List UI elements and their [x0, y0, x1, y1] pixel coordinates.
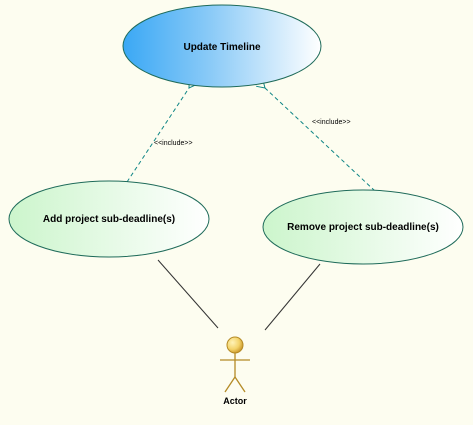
actor-leg-left [224, 376, 236, 393]
actor-head-icon [226, 336, 244, 354]
use-case-update-timeline[interactable]: Update Timeline [122, 4, 322, 88]
actor-label: Actor [223, 396, 247, 406]
include-line-add[interactable] [126, 88, 189, 183]
use-case-remove-subdeadline-label: Remove project sub-deadline(s) [287, 222, 439, 233]
use-case-add-subdeadline[interactable]: Add project sub-deadline(s) [8, 180, 210, 258]
use-case-add-subdeadline-label: Add project sub-deadline(s) [43, 214, 175, 225]
use-case-update-timeline-label: Update Timeline [183, 42, 260, 53]
include-line-remove[interactable] [265, 88, 376, 192]
association-line-add[interactable] [157, 259, 219, 329]
use-case-remove-subdeadline[interactable]: Remove project sub-deadline(s) [262, 189, 464, 265]
association-line-remove[interactable] [264, 263, 321, 331]
actor-leg-right [234, 376, 246, 393]
include-label-left: <<include>> [154, 140, 193, 147]
actor[interactable]: Actor [220, 336, 250, 406]
include-label-right: <<include>> [312, 119, 351, 126]
